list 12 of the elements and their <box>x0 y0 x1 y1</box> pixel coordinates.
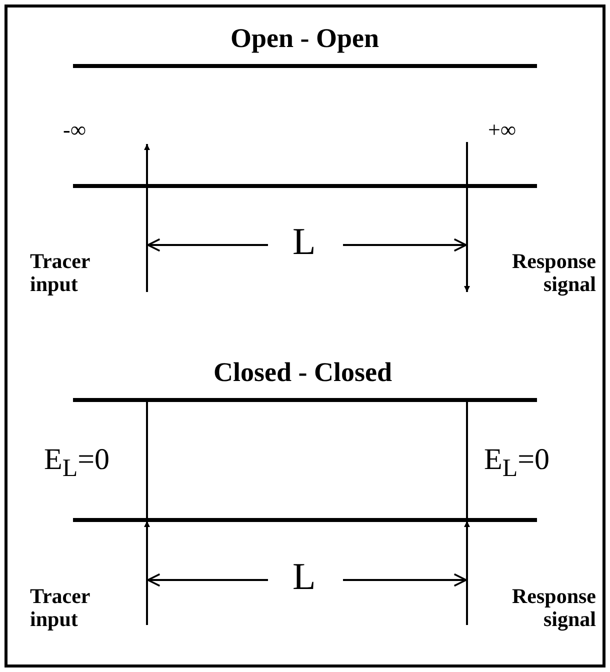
inlet-label: Tracer input <box>30 585 91 632</box>
boundary-label: +∞ <box>488 118 516 142</box>
boundary-condition: E$_{L}$=0 <box>484 443 550 482</box>
panel-title: Open - Open <box>230 24 380 54</box>
length-label: L <box>292 222 316 264</box>
boundary-label: -∞ <box>63 118 86 142</box>
boundary-condition: E$_{L}$=0 <box>44 443 110 482</box>
panel-title: Closed - Closed <box>214 358 392 388</box>
inlet-label: Tracer input <box>30 250 91 296</box>
outlet-label: Response signal <box>510 250 596 296</box>
outlet-label: Response signal <box>510 585 596 632</box>
length-label: L <box>292 557 316 599</box>
